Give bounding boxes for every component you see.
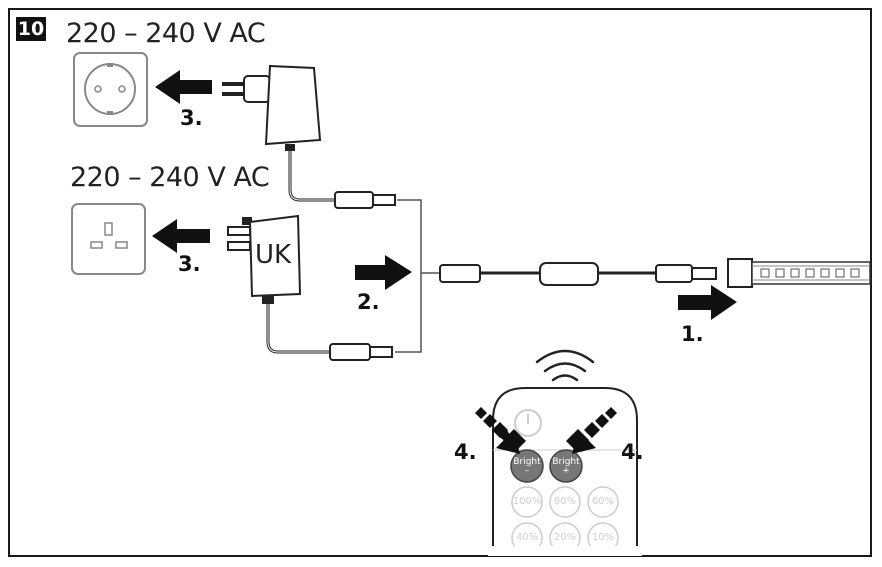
eu-wall-socket <box>73 52 148 127</box>
step-3-label-uk: 3. <box>178 252 201 276</box>
remote-control <box>488 387 642 556</box>
bright-minus-label: Bright <box>513 457 541 467</box>
controller-cable <box>439 262 717 286</box>
press-arrow-right-icon <box>566 407 617 454</box>
uk-plug-label: UK <box>255 240 292 270</box>
bright-plus-sign: + <box>562 466 570 476</box>
step-2-label: 2. <box>357 290 380 314</box>
preset-40-button[interactable]: 40% <box>515 532 539 543</box>
bright-minus-button[interactable]: Bright – <box>511 458 543 476</box>
arrow-left-icon <box>155 70 212 104</box>
figure-number-badge: 10 <box>16 17 46 41</box>
led-strip <box>727 258 871 288</box>
preset-60-button[interactable]: 60% <box>591 496 615 507</box>
uk-wall-socket <box>71 203 146 275</box>
uk-power-adapter <box>227 214 393 361</box>
connection-bracket <box>395 199 440 353</box>
press-arrow-left-icon <box>475 407 526 454</box>
bright-plus-button[interactable]: Bright + <box>550 458 582 476</box>
preset-100-button[interactable]: 100% <box>512 496 542 507</box>
eu-power-adapter <box>222 64 396 209</box>
step-1-label: 1. <box>681 322 704 346</box>
arrow-right-icon <box>678 285 737 320</box>
step-4-label-right: 4. <box>621 440 644 464</box>
bright-minus-sign: – <box>524 466 530 476</box>
preset-10-button[interactable]: 10% <box>591 532 615 543</box>
bright-plus-label: Bright <box>552 457 580 467</box>
arrow-left-icon <box>152 219 210 253</box>
uk-voltage-label: 220 – 240 V AC <box>70 162 270 193</box>
step-3-label-eu: 3. <box>180 106 203 130</box>
preset-80-button[interactable]: 80% <box>553 496 577 507</box>
preset-20-button[interactable]: 20% <box>553 532 577 543</box>
step-4-label-left: 4. <box>454 440 477 464</box>
eu-voltage-label: 220 – 240 V AC <box>66 18 266 49</box>
arrow-right-icon <box>355 255 412 290</box>
wireless-signal-icon <box>535 349 595 382</box>
